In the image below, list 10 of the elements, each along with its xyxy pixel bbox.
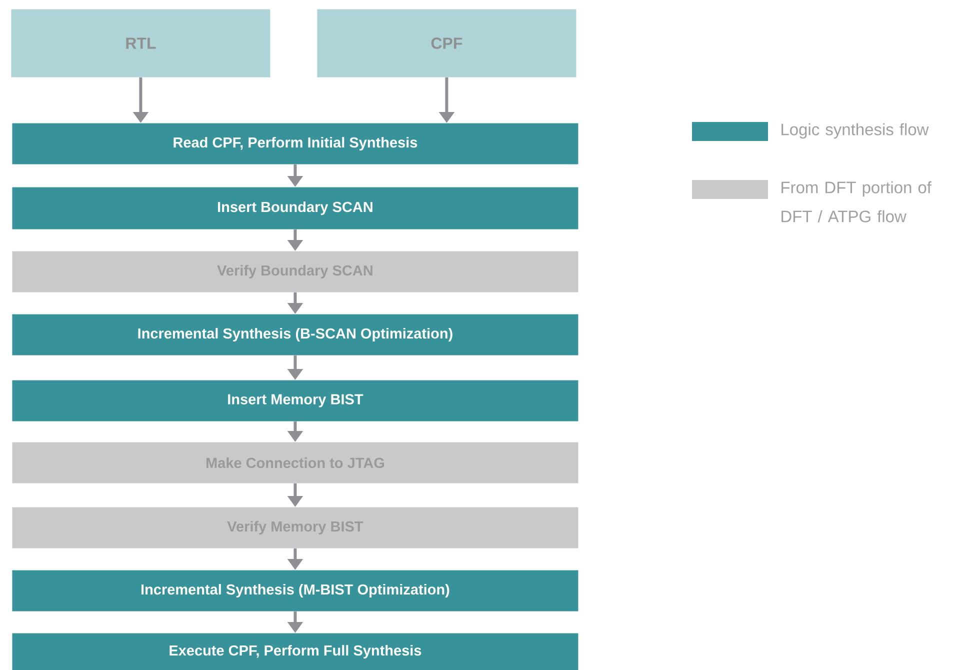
legend-label: From DFT portion of DFT / ATPG flow — [782, 181, 932, 222]
input-box: CPF — [317, 9, 576, 78]
legend-label: Logic synthesis flow — [782, 123, 929, 139]
process-box: Read CPF, Perform Initial Synthesis — [12, 123, 578, 164]
process-box: Incremental Synthesis (M-BIST Optimization) — [12, 570, 578, 612]
process-box: Insert Memory BIST — [12, 380, 578, 422]
process-box: Incremental Synthesis (B-SCAN Optimization) — [12, 314, 578, 356]
input-box: RTL — [11, 9, 270, 78]
process-box: Insert Boundary SCAN — [12, 187, 578, 230]
process-box: Execute CPF, Perform Full Synthesis — [12, 633, 578, 670]
